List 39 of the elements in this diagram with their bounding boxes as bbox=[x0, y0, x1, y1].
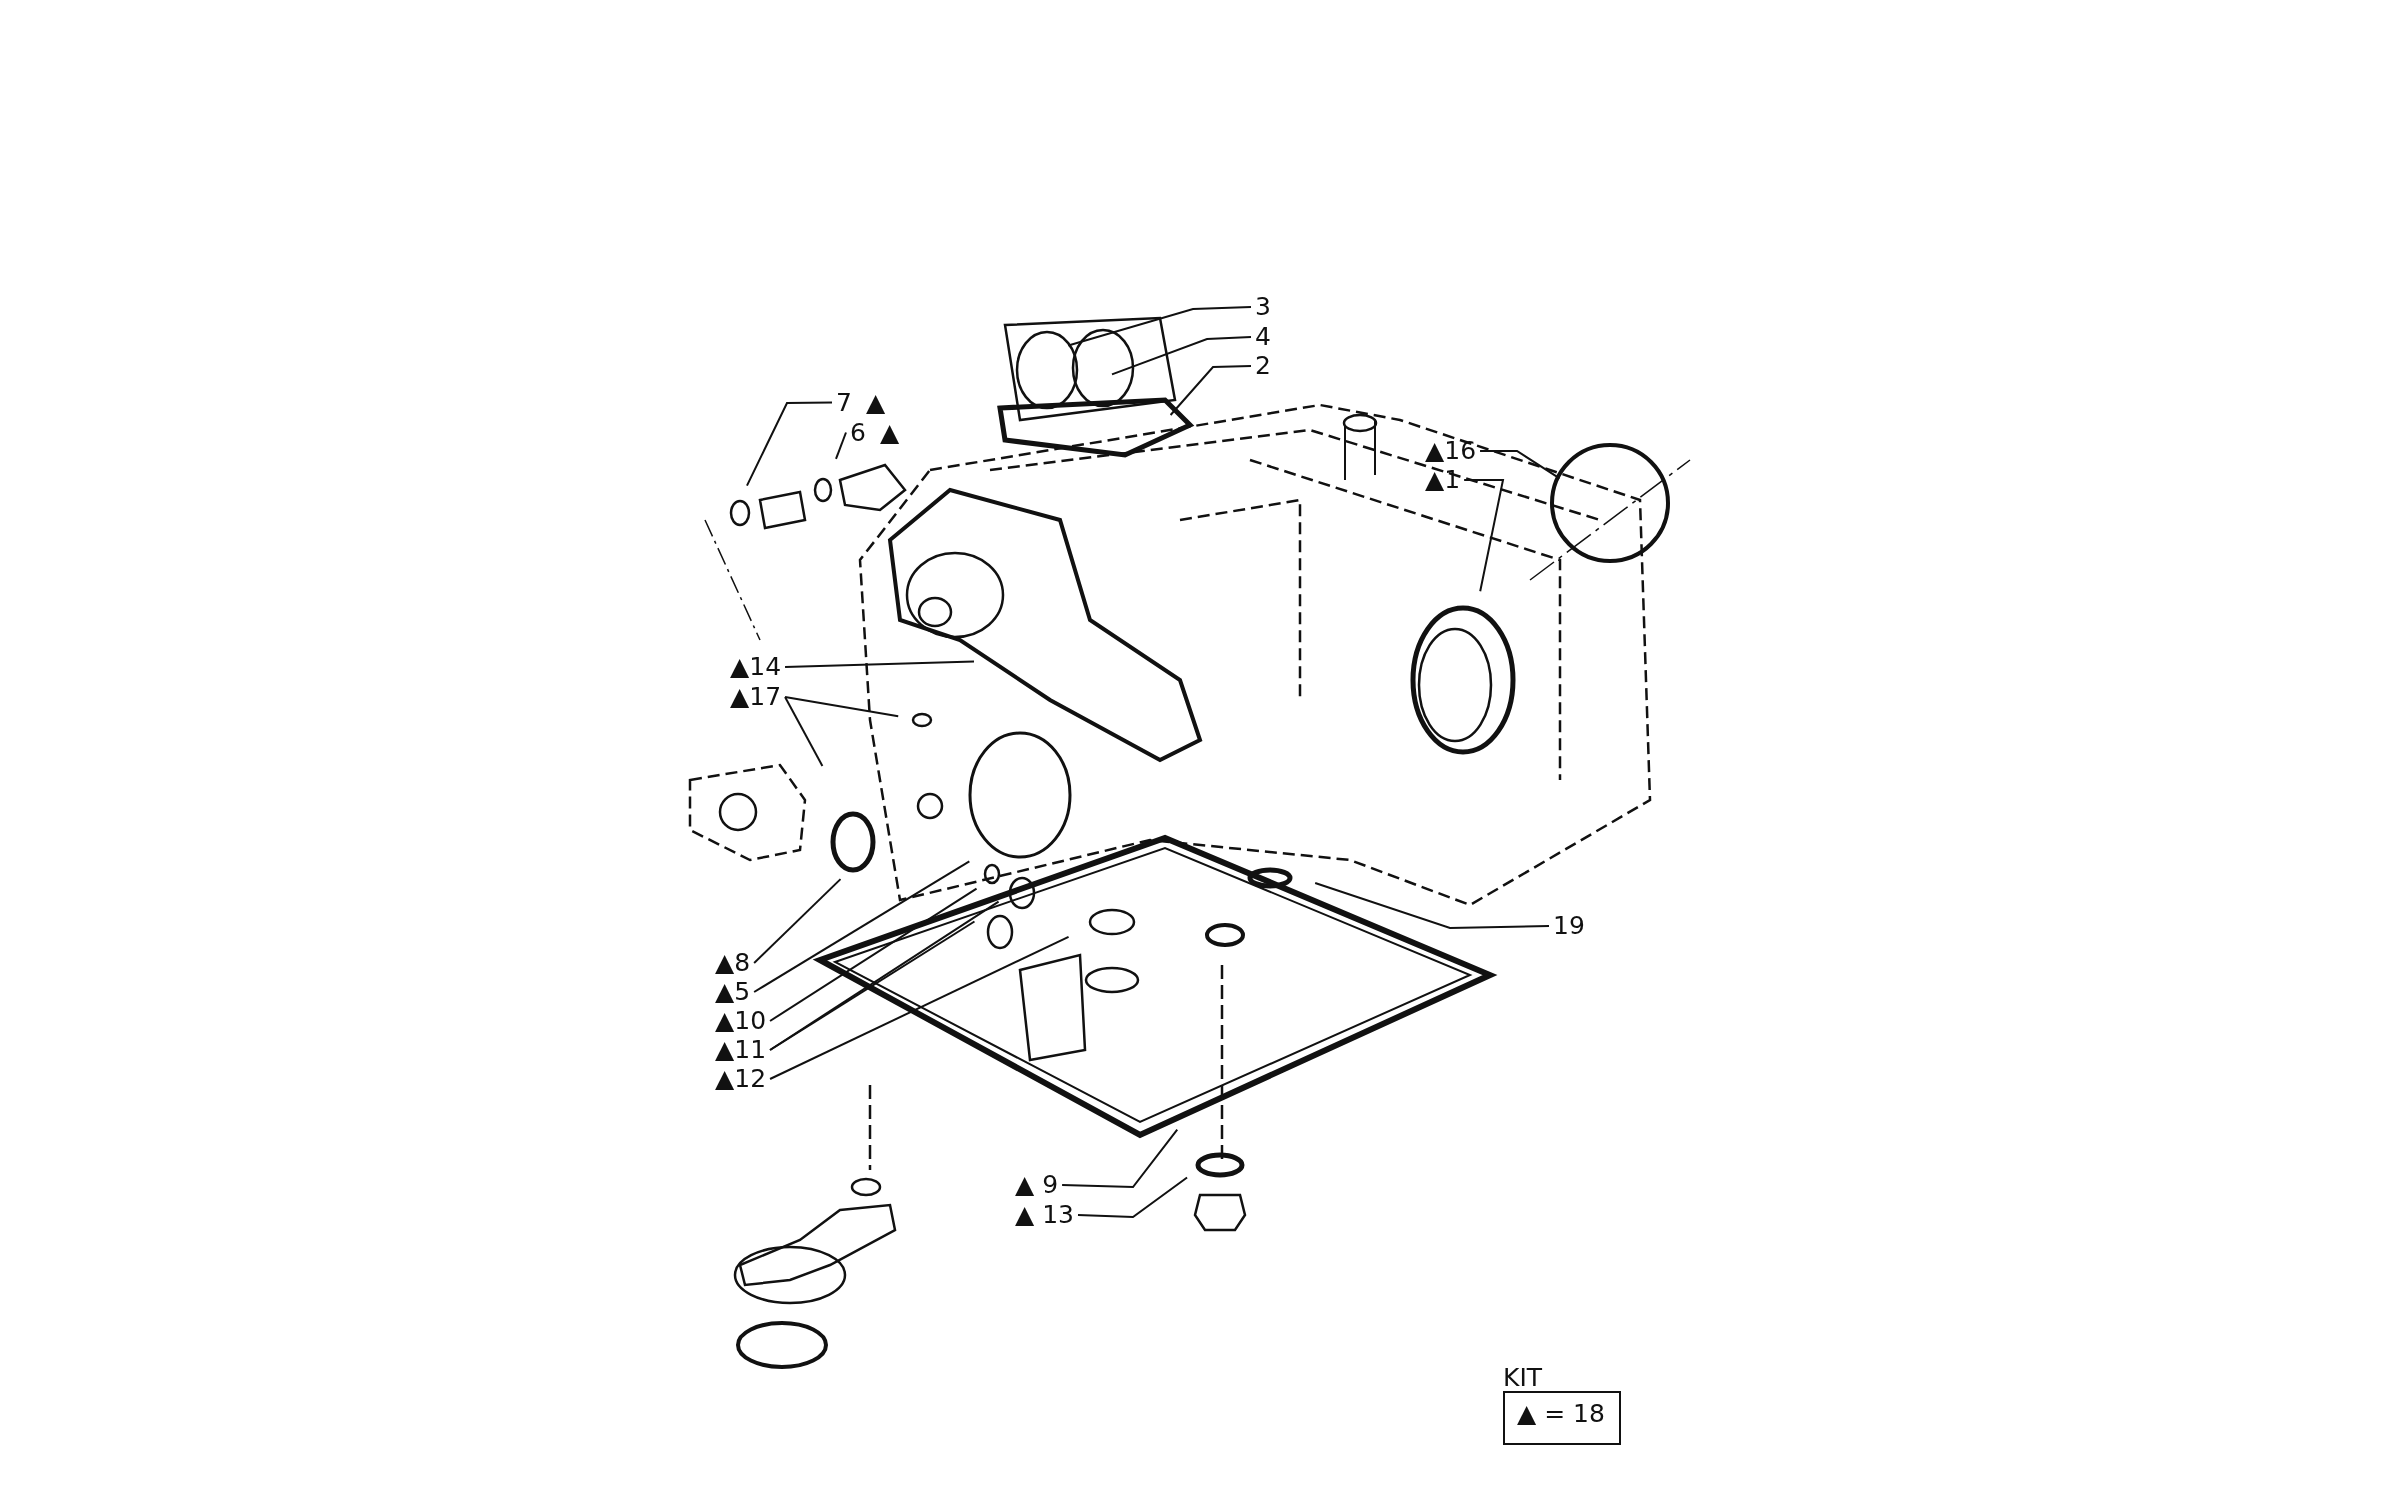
callout-number: ▲16 bbox=[1425, 436, 1477, 466]
leader-line bbox=[753, 860, 971, 993]
leader-line bbox=[1061, 1128, 1179, 1188]
leader-line bbox=[1067, 306, 1252, 347]
callout-number: ▲14 bbox=[730, 652, 782, 682]
callout-number: 19 bbox=[1553, 911, 1585, 941]
leader-line bbox=[1077, 1176, 1189, 1218]
leader-line bbox=[835, 431, 847, 460]
leader-line bbox=[1314, 882, 1550, 929]
leader-line bbox=[753, 878, 842, 964]
callout-number: ▲8 bbox=[715, 948, 751, 978]
leader-line bbox=[746, 401, 833, 487]
callout-number: 7 bbox=[836, 388, 852, 417]
leader-line bbox=[784, 696, 824, 767]
callout-number: 6 bbox=[850, 418, 866, 447]
callout-number: ▲10 bbox=[715, 1006, 767, 1036]
leader-line bbox=[784, 696, 900, 718]
callout-number: ▲5 bbox=[715, 977, 751, 1007]
kit-heading: KIT bbox=[1503, 1365, 1544, 1391]
kit-note-box: ▲ = 18 bbox=[1503, 1391, 1621, 1445]
leader-line bbox=[769, 935, 1070, 1080]
callout-number: ▲1 bbox=[1425, 465, 1461, 495]
kit-mark: ▲ bbox=[865, 388, 886, 417]
kit-mark: ▲ bbox=[879, 418, 900, 447]
leader-line bbox=[1169, 365, 1252, 416]
callout-number: ▲17 bbox=[730, 682, 782, 712]
leader-line bbox=[784, 660, 975, 668]
callout-number: 4 bbox=[1255, 322, 1271, 352]
callout-number: ▲ 13 bbox=[1015, 1200, 1074, 1230]
leader-line bbox=[1111, 336, 1252, 376]
callout-number: 3 bbox=[1255, 292, 1271, 322]
leader-line bbox=[769, 900, 1000, 1051]
callout-number: 2 bbox=[1255, 351, 1271, 381]
callout-number: ▲ 9 bbox=[1015, 1170, 1059, 1200]
leader-line bbox=[769, 887, 978, 1022]
callout-number: ▲11 bbox=[715, 1035, 767, 1065]
callout-number: ▲12 bbox=[715, 1064, 767, 1094]
leader-line bbox=[1479, 450, 1561, 480]
leader-line bbox=[1463, 479, 1505, 593]
